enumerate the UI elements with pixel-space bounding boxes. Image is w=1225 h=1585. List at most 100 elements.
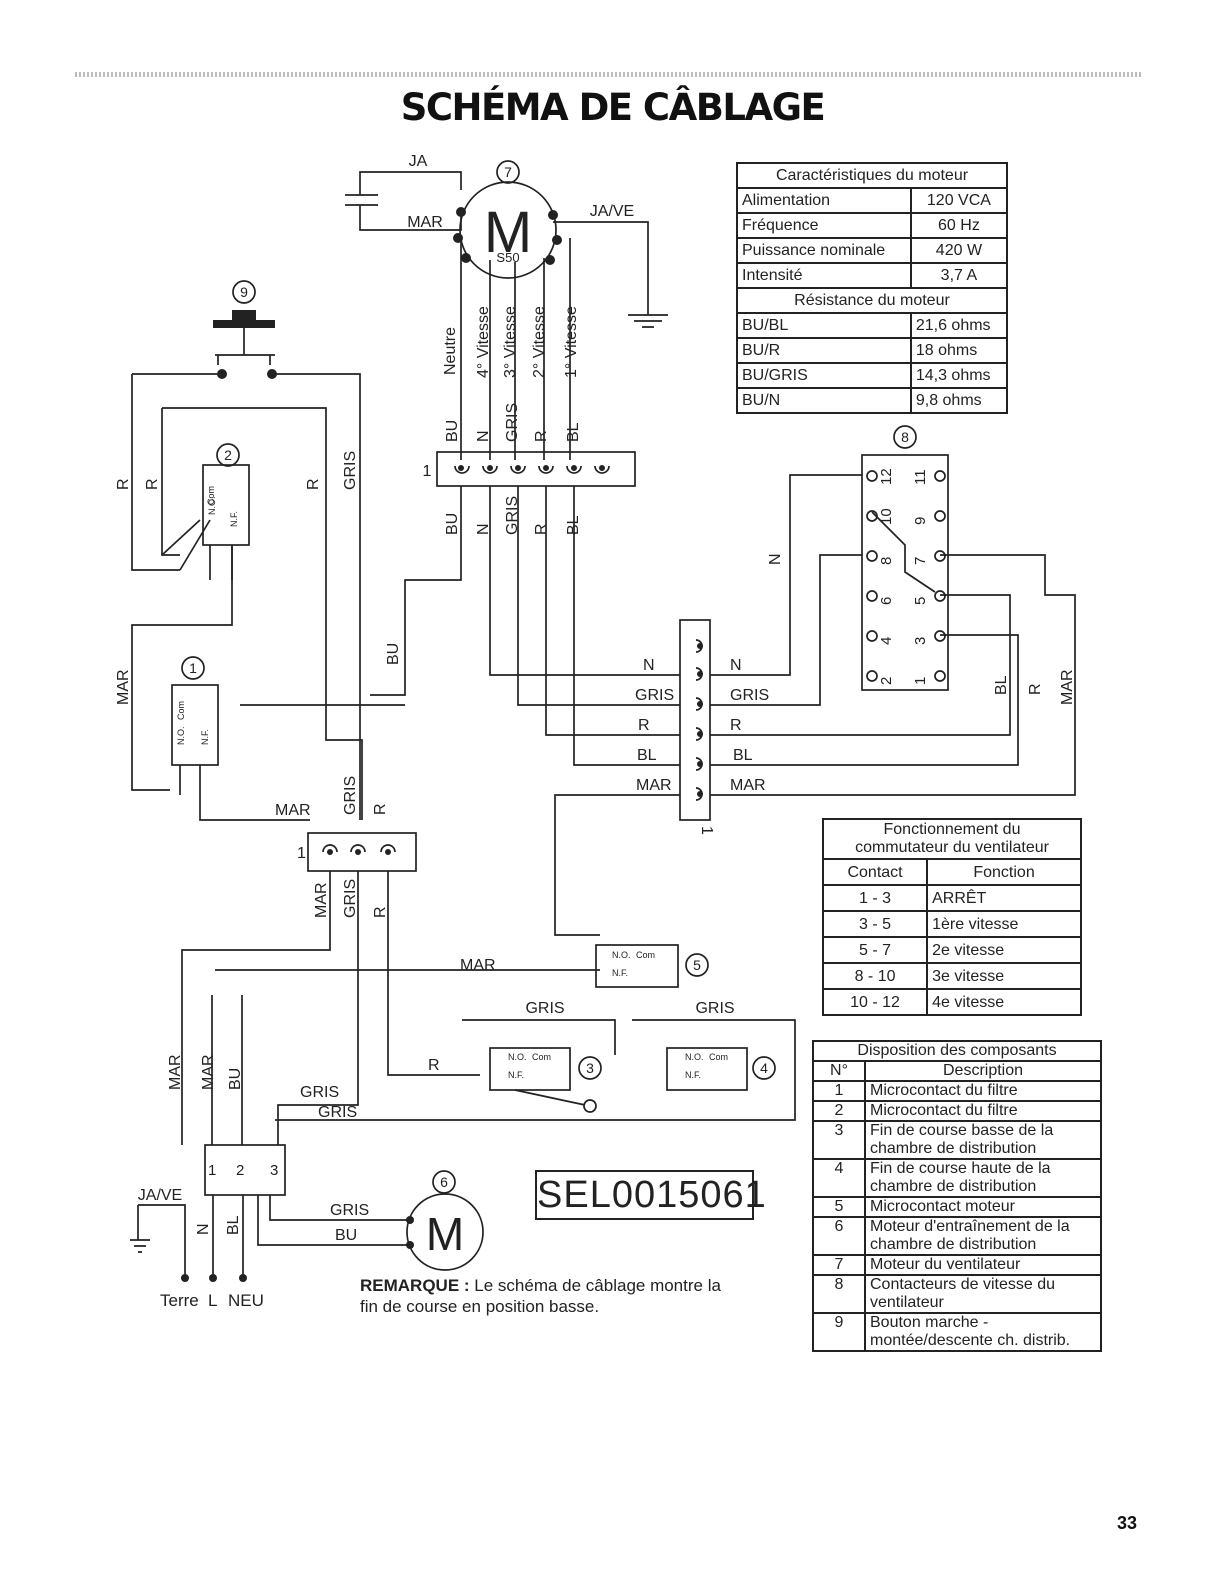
fan-motor-model: S50 [496,250,519,265]
svg-text:R: R [372,906,389,918]
svg-text:Neutre: Neutre [442,327,459,375]
svg-text:R: R [730,717,742,734]
component-3-number: 3 [586,1060,594,1076]
svg-text:6: 6 [878,597,895,605]
note-text: Le schéma de câblage montre la fin de co… [360,1276,721,1316]
push-button-stem [215,328,275,365]
top-rule [75,72,1143,77]
label-l: L [208,1291,217,1310]
svg-text:1° Vitesse: 1° Vitesse [563,306,580,378]
svg-text:N.O.: N.O. [612,950,631,960]
resistance-header: Résistance du moteur [736,287,1008,314]
label-r-sw3: R [428,1057,440,1074]
push-button-cap [213,310,275,328]
fan-motor-m: M [484,200,532,265]
harness-wires [370,486,680,766]
svg-text:BL: BL [637,747,657,764]
connector-lower [307,832,417,872]
component-6-number: 6 [440,1174,448,1190]
label-ja: JA [409,153,428,170]
label-mar-sw5: MAR [460,957,496,974]
svg-text:R: R [533,523,550,535]
switch-table-header-2: commutateur du ventilateur [855,839,1049,856]
svg-text:12: 12 [878,468,895,485]
svg-text:MAR: MAR [730,777,766,794]
svg-text:10: 10 [878,508,895,525]
page-number: 33 [1116,1513,1137,1533]
svg-text:11: 11 [912,469,929,485]
svg-text:4° Vitesse: 4° Vitesse [475,306,492,378]
svg-text:N.F.: N.F. [612,968,628,978]
svg-text:N.F.: N.F. [200,729,210,745]
svg-text:R: R [533,430,550,442]
svg-text:BL: BL [733,747,753,764]
component-9-number: 9 [240,284,248,300]
svg-text:Com: Com [532,1052,551,1062]
svg-text:BU: BU [444,513,461,535]
component-1-number: 1 [189,660,197,676]
svg-text:GRIS: GRIS [635,687,674,704]
svg-text:N: N [730,657,742,674]
svg-text:BL: BL [993,675,1010,695]
label-mar-cap: MAR [407,214,443,231]
svg-text:2: 2 [878,677,895,685]
svg-text:R: R [638,717,650,734]
svg-text:8: 8 [878,557,895,565]
svg-text:1: 1 [912,677,929,685]
svg-text:GRIS: GRIS [342,776,359,815]
svg-text:BU: BU [444,420,461,442]
svg-text:MAR: MAR [167,1054,184,1090]
component-7-marker [496,160,520,184]
label-gris-3: GRIS [525,1000,564,1017]
distribution-motor-m: M [426,1208,464,1260]
svg-text:2° Vitesse: 2° Vitesse [531,306,548,378]
switch-table-header-1: Fonctionnement du [883,821,1021,838]
svg-text:GRIS: GRIS [504,496,521,535]
svg-text:5: 5 [912,597,929,605]
lead-labels: Neutre 4° Vitesse 3° Vitesse 2° Vitesse … [442,306,582,442]
connector-top-pins [454,465,610,474]
label-jave-motor: JA/VE [590,203,634,220]
svg-text:R: R [1027,683,1044,695]
motor-leads [460,238,571,460]
svg-text:9: 9 [912,517,929,525]
svg-text:N: N [475,430,492,442]
svg-text:BU: BU [385,643,402,665]
svg-text:N.O.: N.O. [207,496,217,515]
svg-text:N: N [643,657,655,674]
svg-text:GRIS: GRIS [342,451,359,490]
components-table: Disposition des composants N°Description… [812,1040,1102,1352]
lead-labels-lower: BU N GRIS R BL BU [385,496,582,665]
svg-text:4: 4 [878,637,895,645]
capacitor-wiring [345,171,462,231]
limit-switch-3 [489,1047,571,1091]
svg-text:GRIS: GRIS [504,403,521,442]
label-gris-m6: GRIS [330,1202,369,1219]
svg-text:R: R [372,803,389,815]
svg-text:MAR: MAR [115,669,132,705]
svg-text:N.O.: N.O. [508,1052,527,1062]
svg-text:N.F.: N.F. [229,511,239,527]
label-terre: Terre [160,1291,199,1310]
microswitch-1 [171,684,219,766]
svg-text:MAR: MAR [313,882,330,918]
microswitch-5 [595,944,679,988]
label-jave-ground: JA/VE [138,1187,182,1204]
svg-text:7: 7 [912,557,929,565]
component-4-number: 4 [760,1060,768,1076]
svg-text:BL: BL [225,1215,242,1235]
component-2-number: 2 [224,447,232,463]
svg-text:N: N [475,523,492,535]
svg-text:N.F.: N.F. [685,1070,701,1080]
limit-switch-4 [666,1047,748,1091]
svg-text:N: N [767,553,784,565]
svg-text:BU: BU [227,1068,244,1090]
svg-text:1: 1 [208,1162,216,1179]
connector-right [679,619,711,821]
svg-text:3° Vitesse: 3° Vitesse [502,306,519,378]
svg-text:GRIS: GRIS [342,879,359,918]
label-neu: NEU [228,1291,264,1310]
